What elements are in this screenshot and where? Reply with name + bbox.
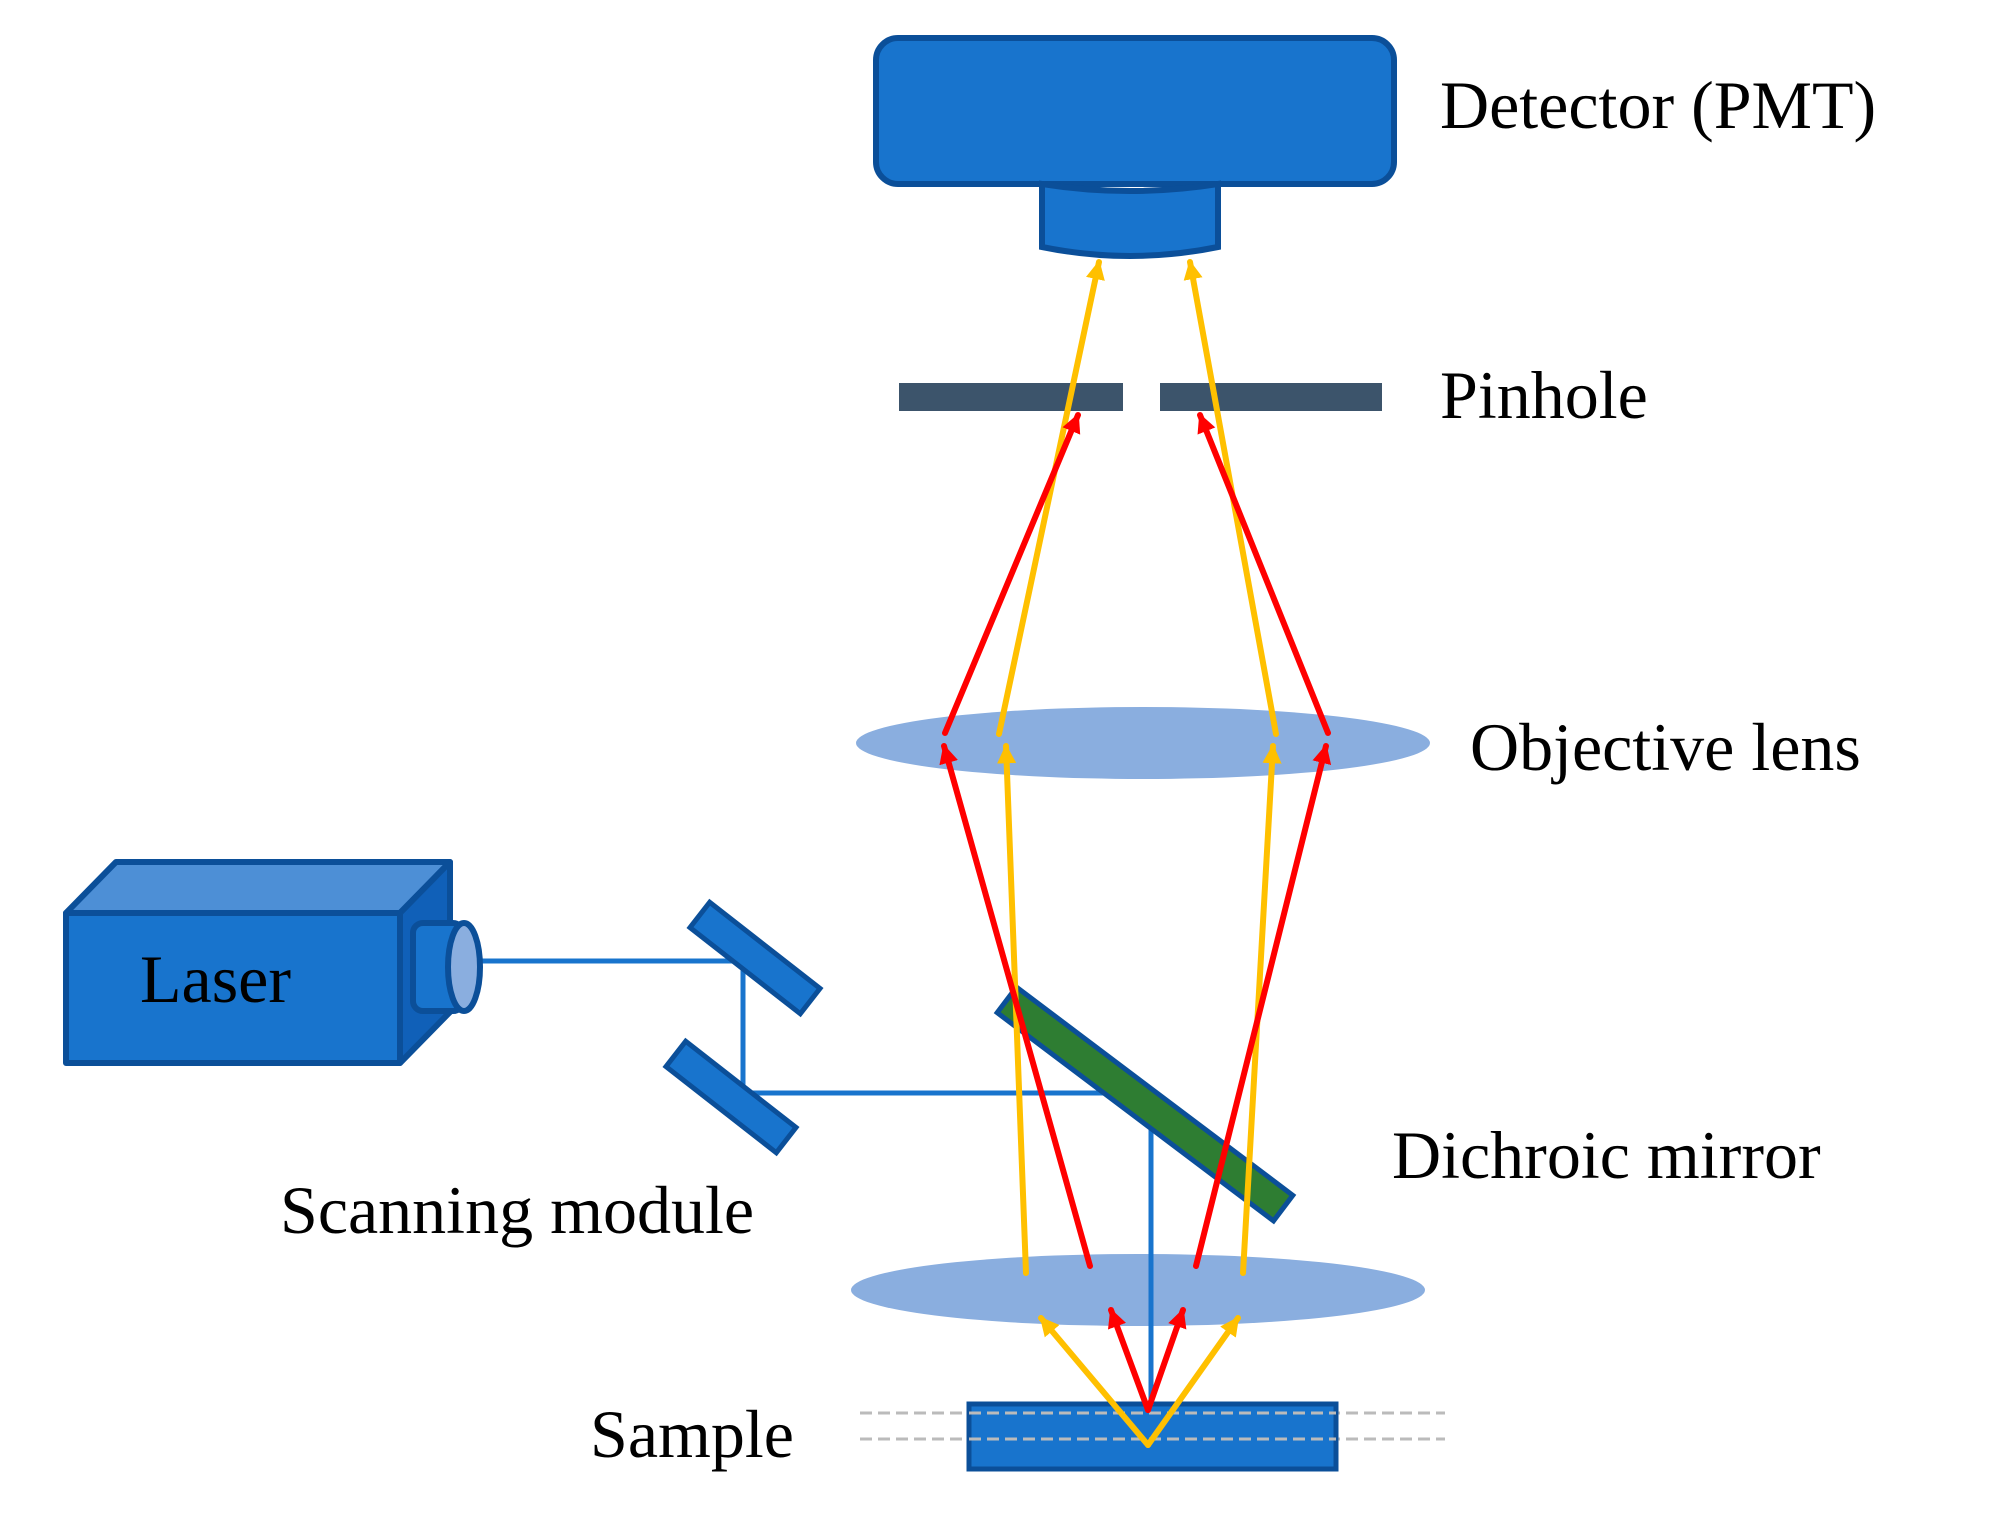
red-ray xyxy=(939,743,1093,1269)
pinhole xyxy=(899,383,1382,411)
pinhole-right-plate xyxy=(1160,383,1382,411)
objective-lens-label: Objective lens xyxy=(1470,709,1861,785)
yellow-ray xyxy=(1038,1315,1151,1448)
detector-nozzle xyxy=(1039,180,1221,259)
red-ray xyxy=(1145,1307,1187,1413)
laser-aperture xyxy=(445,920,483,1014)
laser-source xyxy=(63,859,483,1066)
laser-front-face xyxy=(63,910,403,1066)
scanning-module-label: Scanning module xyxy=(280,1172,754,1248)
lower-lens xyxy=(851,1254,1425,1326)
yellow-ray xyxy=(996,259,1105,737)
scanning-module xyxy=(662,898,824,1157)
laser-top-face xyxy=(63,859,453,916)
yellow-ray xyxy=(1145,1315,1241,1448)
scan-mirror-upper xyxy=(686,898,824,1018)
red-ray xyxy=(1197,412,1331,736)
red-rays xyxy=(939,412,1332,1413)
detector-label: Detector (PMT) xyxy=(1440,67,1876,143)
sample-label: Sample xyxy=(590,1396,794,1472)
red-ray xyxy=(942,412,1081,736)
scan-mirror-lower xyxy=(662,1037,800,1157)
red-ray xyxy=(1107,1307,1151,1413)
detector xyxy=(873,35,1397,259)
laser-label: Laser xyxy=(140,941,291,1017)
red-ray xyxy=(1193,743,1332,1269)
upper-lens xyxy=(856,707,1430,779)
dichroic-mirror-label: Dichroic mirror xyxy=(1392,1117,1821,1193)
pinhole-label: Pinhole xyxy=(1440,357,1648,433)
pinhole-left-plate xyxy=(899,383,1123,411)
detector-body xyxy=(873,35,1397,187)
